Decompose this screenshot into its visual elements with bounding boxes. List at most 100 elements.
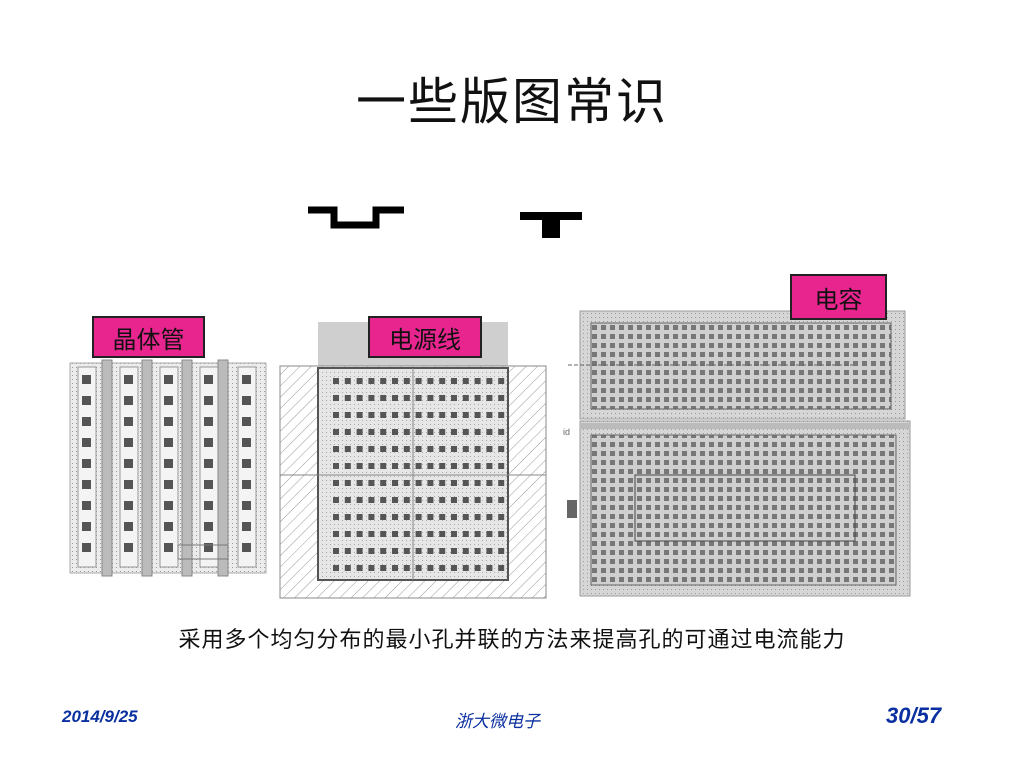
contact [242, 522, 251, 531]
via [356, 480, 363, 486]
via [462, 463, 469, 469]
via [439, 531, 446, 537]
contact [242, 396, 251, 405]
via [333, 446, 339, 452]
contact [124, 522, 133, 531]
via [439, 548, 446, 554]
via [368, 463, 375, 469]
via [451, 412, 457, 418]
via [427, 497, 434, 503]
via [474, 497, 481, 503]
via [403, 514, 410, 520]
via [474, 412, 481, 418]
via [462, 565, 469, 571]
via [380, 531, 387, 537]
via [486, 480, 493, 486]
via [368, 429, 375, 435]
contact [124, 396, 133, 405]
via [380, 497, 387, 503]
contact [204, 375, 213, 384]
via [486, 497, 493, 503]
via [344, 463, 351, 469]
via [380, 548, 387, 554]
via [415, 548, 422, 554]
contact [124, 501, 133, 510]
via [486, 565, 493, 571]
via [392, 429, 398, 435]
via [380, 395, 387, 401]
via [474, 463, 481, 469]
via [474, 548, 481, 554]
via [427, 395, 434, 401]
contact [204, 543, 213, 552]
via [380, 463, 387, 469]
contact [242, 480, 251, 489]
via [439, 446, 446, 452]
contact [124, 480, 133, 489]
via [392, 497, 398, 503]
via [403, 429, 410, 435]
via [498, 463, 505, 469]
via [451, 429, 457, 435]
via [439, 429, 446, 435]
via [439, 412, 446, 418]
via [486, 531, 493, 537]
contact [82, 459, 91, 468]
via [451, 531, 457, 537]
via [462, 497, 469, 503]
via [498, 514, 505, 520]
via [415, 531, 422, 537]
footer-org: 浙大微电子 [455, 712, 540, 731]
via [427, 531, 434, 537]
via [486, 412, 493, 418]
via [392, 395, 398, 401]
via [356, 429, 363, 435]
contact [242, 501, 251, 510]
via [344, 395, 351, 401]
contact [164, 543, 173, 552]
via [368, 565, 375, 571]
via [427, 378, 434, 384]
via [451, 378, 457, 384]
via [333, 480, 339, 486]
via [451, 548, 457, 554]
via [462, 395, 469, 401]
via [356, 548, 363, 554]
via [498, 395, 505, 401]
via [486, 395, 493, 401]
contact [164, 396, 173, 405]
via [462, 531, 469, 537]
via [356, 531, 363, 537]
via [392, 463, 398, 469]
via [333, 514, 339, 520]
via [392, 565, 398, 571]
via [356, 463, 363, 469]
contact [82, 438, 91, 447]
via [344, 429, 351, 435]
contact [82, 501, 91, 510]
contact [124, 438, 133, 447]
via [403, 548, 410, 554]
contact [164, 459, 173, 468]
via [368, 497, 375, 503]
via [392, 412, 398, 418]
via [392, 446, 398, 452]
contact [204, 459, 213, 468]
via [333, 497, 339, 503]
via [403, 565, 410, 571]
wire-t-symbol [520, 212, 582, 238]
contact [82, 543, 91, 552]
via [474, 378, 481, 384]
contact [164, 438, 173, 447]
via [486, 514, 493, 520]
contact [242, 438, 251, 447]
via [498, 378, 505, 384]
contact [124, 459, 133, 468]
via [474, 446, 481, 452]
via [368, 531, 375, 537]
contact [164, 522, 173, 531]
via [415, 480, 422, 486]
contact [242, 375, 251, 384]
via [392, 531, 398, 537]
contact [82, 375, 91, 384]
